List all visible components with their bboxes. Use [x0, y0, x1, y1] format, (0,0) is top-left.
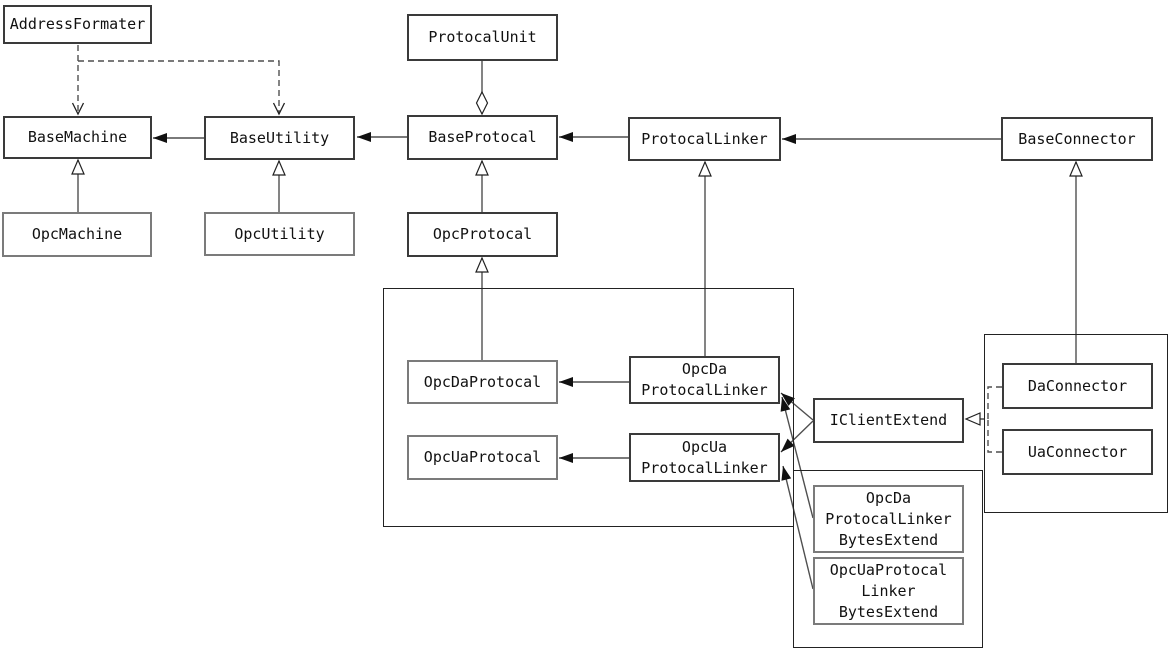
class-label-opc-utility: OpcUtility: [234, 224, 325, 243]
class-label-opc-machine: OpcMachine: [31, 225, 123, 243]
class-box-opc-ua-protocal: OpcUaProtocal: [407, 435, 558, 480]
class-box-opc-da-protocal: OpcDaProtocal: [407, 360, 558, 404]
class-box-iclient-extend: IClientExtend: [813, 398, 964, 443]
class-box-address-formater: AddressFormater: [3, 5, 152, 44]
class-label-opc-da-protocal: OpcDaProtocal: [423, 372, 542, 391]
edge-iclientextend-to-opcuaprotocallinker: [780, 420, 814, 453]
class-box-opc-ua-protocal-linker: OpcUa ProtocalLinker: [629, 433, 780, 482]
class-box-ua-connector: UaConnector: [1002, 429, 1153, 475]
container-opc-protocal-group: [383, 288, 794, 527]
class-label-opc-ua-protocal-linker-bytes-extend: OpcUaProtocal Linker BytesExtend: [829, 560, 948, 621]
edge-opcuabytesextend-to-opcuaprotocallinker: [781, 465, 814, 590]
edge-addressformater-to-baseutility: [78, 60, 286, 116]
class-box-opc-machine: OpcMachine: [2, 212, 152, 257]
class-label-address-formater: AddressFormater: [9, 15, 146, 33]
class-box-base-utility: BaseUtility: [204, 116, 355, 160]
class-label-opc-ua-protocal: OpcUaProtocal: [423, 448, 542, 466]
class-label-opc-ua-protocal-linker: OpcUa ProtocalLinker: [641, 437, 768, 477]
edge-daconnector-realizes-iclientextend: [964, 386, 1002, 426]
container-bytes-extend-group: [793, 470, 983, 648]
edge-uaconnector-realizes-iclientextend: [987, 420, 1002, 453]
class-label-opc-da-protocal-linker: OpcDa ProtocalLinker: [641, 360, 768, 399]
container-connector-group: [984, 334, 1168, 513]
class-box-opc-ua-protocal-linker-bytes-extend: OpcUaProtocal Linker BytesExtend: [813, 557, 964, 625]
class-box-da-connector: DaConnector: [1002, 363, 1153, 409]
class-box-opc-protocal: OpcProtocal: [407, 212, 558, 257]
class-box-opc-utility: OpcUtility: [204, 212, 355, 256]
class-label-protocal-linker: ProtocalLinker: [641, 129, 768, 148]
class-label-base-machine: BaseMachine: [27, 128, 128, 146]
class-label-opc-da-protocal-linker-bytes-extend: OpcDa ProtocalLinker BytesExtend: [825, 488, 952, 549]
class-box-protocal-linker: ProtocalLinker: [628, 117, 781, 161]
edge-opcdabytesextend-to-opcdaprotocallinker: [780, 396, 814, 519]
class-box-opc-da-protocal-linker-bytes-extend: OpcDa ProtocalLinker BytesExtend: [813, 485, 964, 553]
class-box-base-machine: BaseMachine: [3, 116, 152, 159]
class-box-base-connector: BaseConnector: [1001, 117, 1153, 161]
class-label-base-utility: BaseUtility: [229, 128, 330, 147]
class-box-base-protocal: BaseProtocal: [407, 115, 558, 160]
class-label-protocal-unit: ProtocalUnit: [428, 28, 537, 46]
class-label-opc-protocal: OpcProtocal: [432, 225, 533, 243]
class-label-base-connector: BaseConnector: [1018, 129, 1136, 148]
class-box-protocal-unit: ProtocalUnit: [407, 14, 558, 61]
class-label-da-connector: DaConnector: [1027, 376, 1128, 395]
class-box-opc-da-protocal-linker: OpcDa ProtocalLinker: [629, 356, 780, 404]
class-label-ua-connector: UaConnector: [1027, 442, 1128, 461]
class-label-iclient-extend: IClientExtend: [829, 411, 948, 429]
class-label-base-protocal: BaseProtocal: [428, 128, 537, 146]
